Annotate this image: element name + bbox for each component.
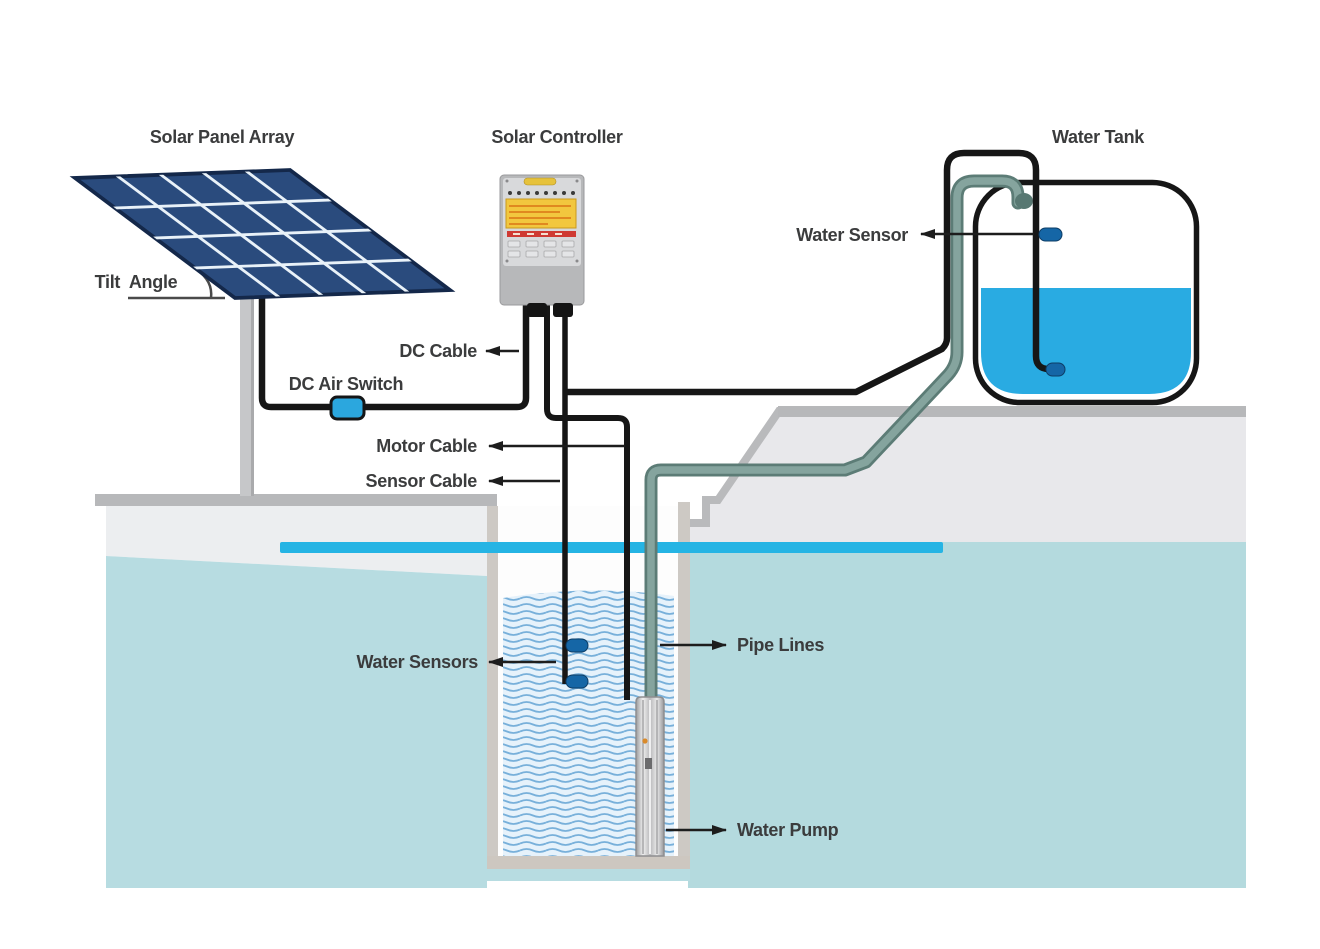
panel-pole xyxy=(240,293,254,496)
groundwater-level-line xyxy=(280,542,943,553)
well-water-sensor-probes xyxy=(565,638,589,689)
label-tilt-angle: Tilt Angle xyxy=(94,272,178,292)
dc-cable-line xyxy=(258,290,530,411)
solar-panel-mount xyxy=(128,268,254,496)
water-pump xyxy=(635,696,665,857)
water-tank xyxy=(972,179,1200,406)
label-pipe-lines: Pipe Lines xyxy=(737,635,825,655)
terrain xyxy=(95,406,1246,888)
tank-sensor-cable-line xyxy=(565,149,1054,396)
label-dc-air-switch: DC Air Switch xyxy=(288,374,404,394)
label-solar-controller: Solar Controller xyxy=(491,127,623,147)
controller-buttons xyxy=(507,240,575,258)
label-dc-cable: DC Cable xyxy=(399,341,477,361)
solar-controller xyxy=(499,174,585,317)
label-motor-cable: Motor Cable xyxy=(376,436,477,456)
tank-water xyxy=(981,288,1191,394)
solar-panel-array xyxy=(69,168,456,300)
pipe-outlet-tip xyxy=(1015,193,1033,209)
cable-gland xyxy=(553,303,573,317)
controller-led-row xyxy=(508,191,575,195)
ground-left xyxy=(95,494,497,888)
label-water-tank: Water Tank xyxy=(1051,127,1145,147)
label-arrows xyxy=(485,229,1034,835)
tank-water-sensor-probes xyxy=(1038,227,1066,377)
well-water-texture xyxy=(503,590,674,856)
pipe-lines xyxy=(644,174,1033,708)
label-water-sensor: Water Sensor xyxy=(796,225,908,245)
cable-gland xyxy=(527,303,547,317)
label-water-pump: Water Pump xyxy=(737,820,839,840)
dc-air-switch-device xyxy=(329,395,366,421)
ground-right xyxy=(687,406,1246,888)
label-solar-panel-array: Solar Panel Array xyxy=(149,127,295,147)
label-sensor-cable: Sensor Cable xyxy=(365,471,478,491)
motor-cable-line xyxy=(544,303,630,700)
controller-top-light xyxy=(523,177,557,186)
label-water-sensors: Water Sensors xyxy=(356,652,479,672)
